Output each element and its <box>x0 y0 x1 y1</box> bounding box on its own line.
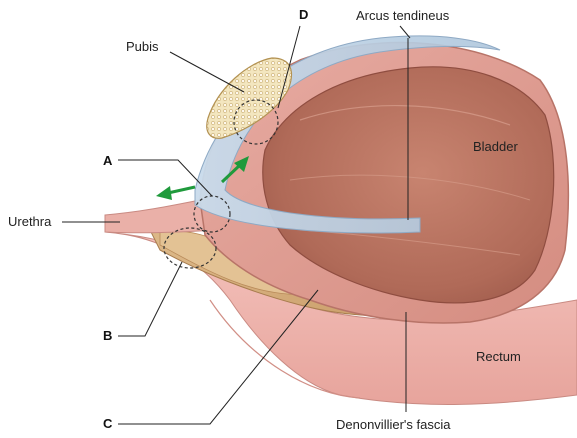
label-denonvilliers-fascia: Denonvillier's fascia <box>336 418 450 431</box>
label-rectum: Rectum <box>476 350 521 363</box>
label-bladder: Bladder <box>473 140 518 153</box>
leader-b <box>118 262 182 336</box>
green-arrow-left <box>156 186 195 200</box>
marker-c: C <box>103 417 112 430</box>
marker-d: D <box>299 8 308 21</box>
label-arcus-tendineus: Arcus tendineus <box>356 9 449 22</box>
marker-b: B <box>103 329 112 342</box>
label-urethra: Urethra <box>8 215 51 228</box>
label-pubis: Pubis <box>126 40 159 53</box>
marker-a: A <box>103 154 112 167</box>
leader-pubis <box>170 52 244 92</box>
